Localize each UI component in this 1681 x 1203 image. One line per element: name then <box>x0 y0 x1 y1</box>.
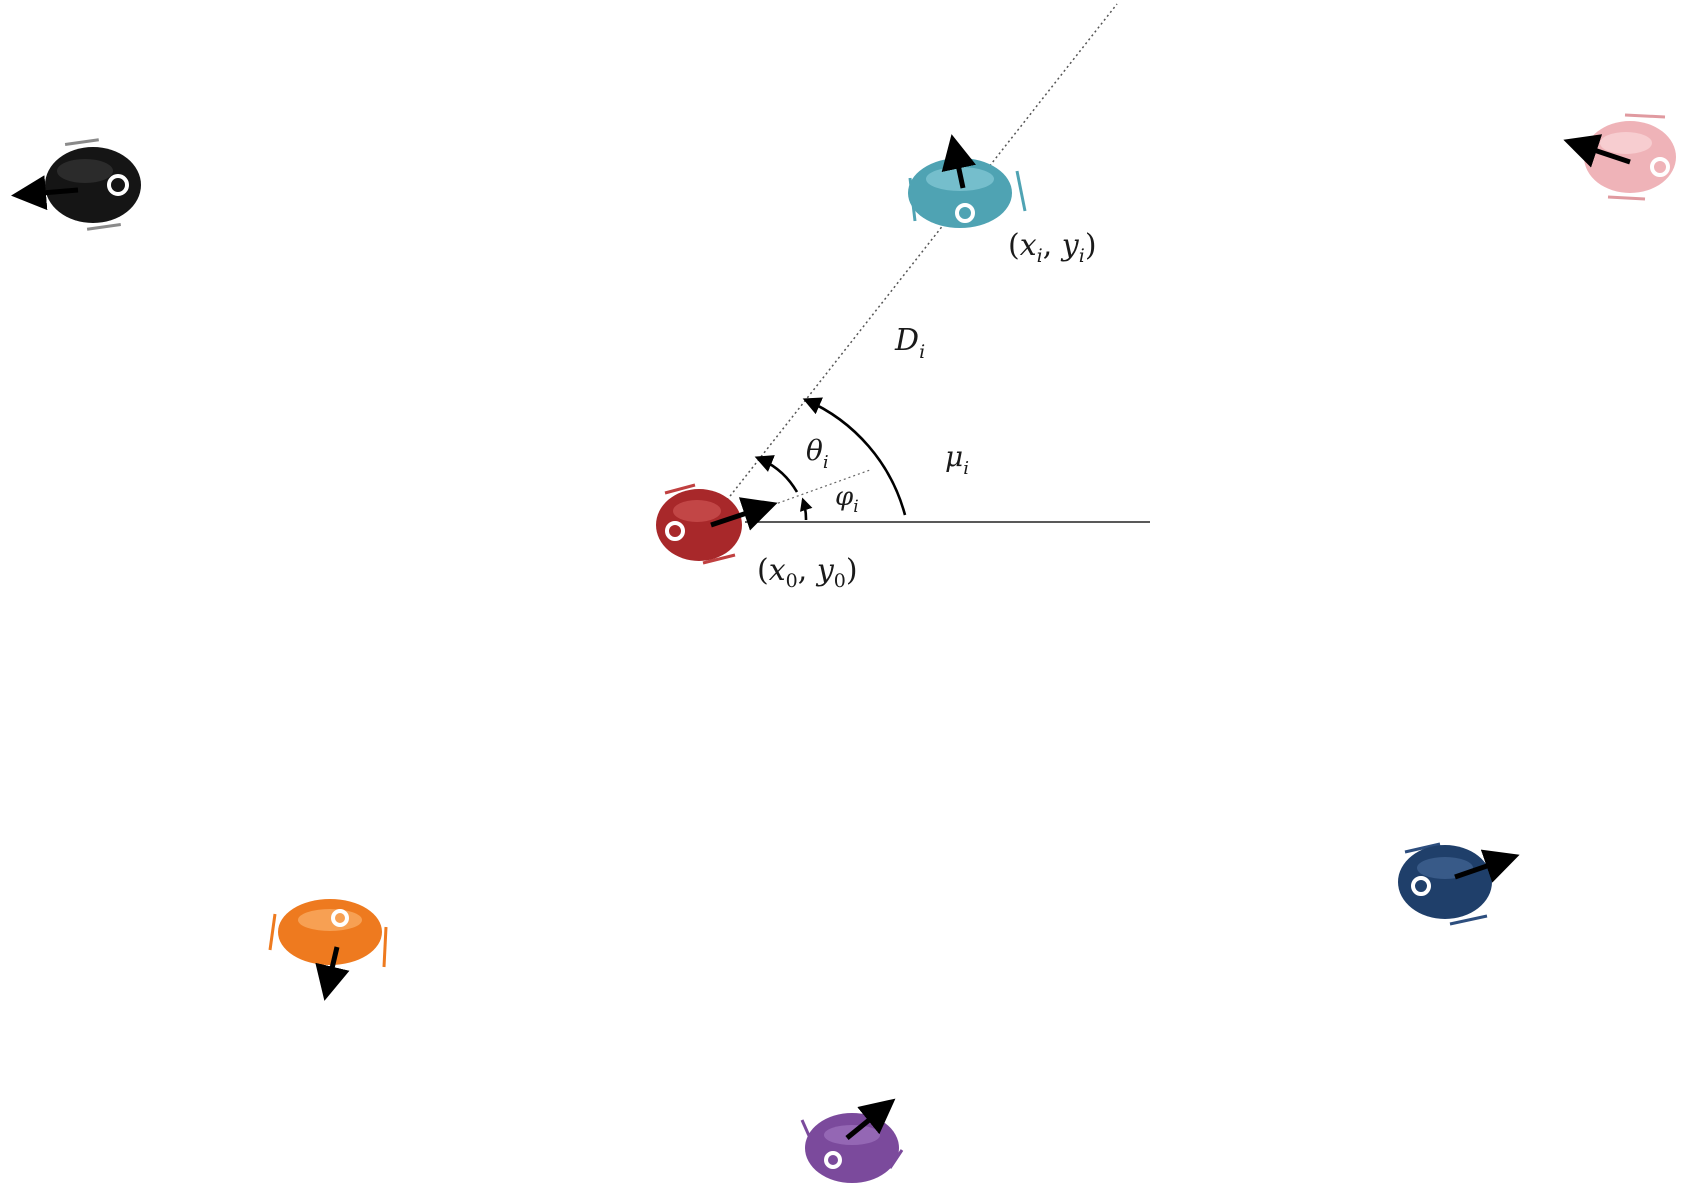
mu-label: μi <box>945 440 969 479</box>
theta-label: θi <box>806 434 829 473</box>
xi-subscript: i <box>1037 245 1043 267</box>
distance-subscript: i <box>919 341 925 363</box>
distance-symbol: D <box>894 323 919 358</box>
robot-purple-heading-arrow-icon <box>845 1098 896 1140</box>
robot-red <box>656 483 778 565</box>
y0-symbol: y <box>815 553 835 588</box>
y0-subscript: 0 <box>834 570 846 592</box>
robot-orange-wheel-left <box>268 913 277 951</box>
robot-black-wheel-top <box>64 138 99 146</box>
robot-pink-sensor-icon <box>1650 157 1670 177</box>
robot-purple-body <box>805 1113 899 1183</box>
robots-layer <box>11 113 1676 1183</box>
robot-teal-sensor-icon <box>955 203 975 223</box>
robot-navy-sensor-icon <box>1411 876 1431 896</box>
yi-symbol: y <box>1060 228 1080 263</box>
robot-black-heading-arrow-icon <box>11 175 79 211</box>
robot-navy-wheel-bottom <box>1449 914 1488 926</box>
yi-subscript: i <box>1079 245 1085 267</box>
x0-symbol: x <box>769 553 786 588</box>
mu-symbol: μ <box>945 440 963 473</box>
robot-pink <box>1563 113 1676 201</box>
robot-pink-body <box>1584 121 1676 193</box>
robot-orange <box>268 899 388 1001</box>
phi-subscript: i <box>853 497 858 517</box>
leader-follower-line <box>726 3 1118 501</box>
phi-label: φi <box>835 482 859 517</box>
geometry-lines <box>726 3 1150 523</box>
robot-purple-sensor-icon <box>824 1151 842 1169</box>
robot-navy <box>1398 842 1520 926</box>
robot-pink-shine <box>1600 132 1652 154</box>
follower-position-label: (xi, yi) <box>1008 228 1097 267</box>
robot-teal-wheel-right <box>1015 170 1027 212</box>
theta-symbol: θ <box>806 434 823 467</box>
robot-red-heading-arrow-icon <box>710 497 778 531</box>
robot-orange-heading-arrow-icon <box>315 946 350 1001</box>
robot-red-shine <box>673 500 721 522</box>
distance-label: Di <box>894 323 925 363</box>
math-labels: (xi, yi) Di θi φi μi (x0, y0) <box>757 228 1097 592</box>
phi-arc <box>800 497 813 521</box>
theta-arc <box>754 455 799 493</box>
mu-subscript: i <box>963 458 969 479</box>
x0-subscript: 0 <box>786 570 798 592</box>
robot-pink-heading-arrow-icon <box>1563 134 1631 168</box>
angle-arcs <box>754 397 907 521</box>
robot-black-sensor-icon <box>107 174 129 196</box>
theta-subscript: i <box>823 452 829 473</box>
robot-orange-sensor-icon <box>331 909 349 927</box>
robot-red-sensor-icon <box>665 521 685 541</box>
robot-purple <box>800 1098 904 1183</box>
leader-position-label: (x0, y0) <box>757 553 858 592</box>
robot-red-wheel-top <box>664 483 696 495</box>
robot-red-wheel-bottom <box>702 553 736 565</box>
robot-orange-shine <box>298 909 362 931</box>
robot-navy-heading-arrow-icon <box>1454 849 1520 883</box>
robot-pink-wheel-bottom <box>1607 195 1646 201</box>
robot-orange-body <box>278 899 382 965</box>
robot-orange-wheel-right <box>382 926 388 968</box>
robot-pink-wheel-top <box>1624 113 1666 119</box>
heading-direction-line <box>744 469 871 516</box>
robot-navy-wheel-top <box>1404 842 1441 854</box>
robot-black-shine <box>57 159 113 183</box>
mu-arc <box>802 397 907 516</box>
robot-black <box>11 138 141 231</box>
phi-symbol: φ <box>835 482 854 512</box>
robot-teal-heading-arrow-icon <box>941 134 976 189</box>
xi-symbol: x <box>1020 228 1037 263</box>
robot-black-wheel-bottom <box>86 223 121 231</box>
robot-teal <box>908 134 1027 228</box>
